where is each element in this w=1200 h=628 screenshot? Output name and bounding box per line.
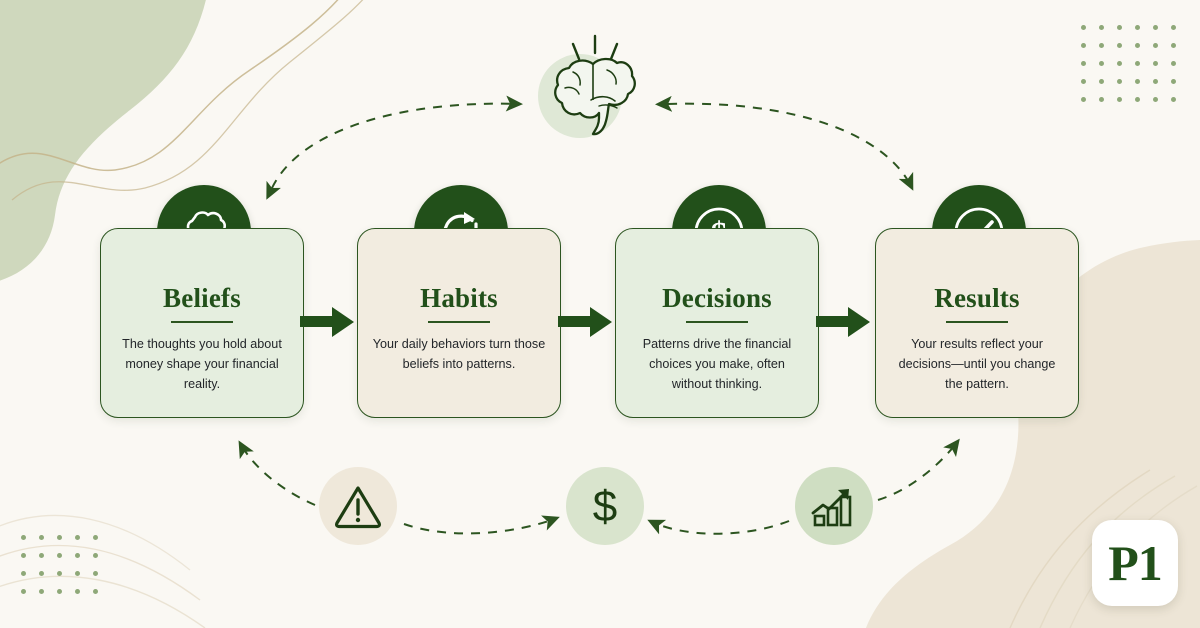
flow-arrow-decisions-to-results: [816, 307, 870, 337]
connector-beliefs-to-brain: [266, 95, 523, 200]
decorative-dot: [68, 582, 86, 600]
card-divider: [171, 321, 233, 323]
card-divider: [946, 321, 1008, 323]
decorative-dot: [1110, 18, 1128, 36]
node-growth: [795, 467, 873, 545]
decorative-dot: [1164, 72, 1182, 90]
node-warning: [319, 467, 397, 545]
dot-grid-top-right: [1074, 18, 1182, 108]
decorative-dot: [1146, 90, 1164, 108]
decorative-dot: [1110, 54, 1128, 72]
decorative-dot: [1164, 54, 1182, 72]
decorative-dot: [86, 582, 104, 600]
decorative-dot: [1092, 90, 1110, 108]
decorative-dot: [32, 564, 50, 582]
decorative-dot: [32, 528, 50, 546]
connector-warning-to-beliefs: [238, 440, 316, 506]
connector-growth-to-money: [647, 519, 790, 535]
decorative-dot: [50, 528, 68, 546]
decorative-dot: [14, 582, 32, 600]
card-description: Patterns drive the financial choices you…: [642, 336, 792, 392]
decorative-dot: [50, 582, 68, 600]
decorative-dot: [14, 564, 32, 582]
dollar-sign-icon: $: [593, 482, 617, 531]
card-title: Decisions: [662, 283, 772, 313]
decorative-dot: [50, 564, 68, 582]
decorative-dot: [1146, 18, 1164, 36]
card-title: Results: [934, 283, 1020, 313]
decorative-dot: [1092, 18, 1110, 36]
decorative-dot: [1110, 72, 1128, 90]
decorative-dot: [14, 528, 32, 546]
card-title: Beliefs: [163, 283, 241, 313]
decorative-dot: [1074, 90, 1092, 108]
card-divider: [428, 321, 490, 323]
card-description: The thoughts you hold about money shape …: [122, 336, 282, 392]
warning-triangle-icon: [335, 486, 381, 529]
decorative-dot: [68, 528, 86, 546]
decorative-dot: [86, 564, 104, 582]
card-beliefs[interactable]: Beliefs The thoughts you hold about mone…: [100, 228, 304, 418]
connector-warning-to-money: [403, 515, 560, 535]
connector-results-to-growth: [877, 438, 960, 501]
card-divider: [686, 321, 748, 323]
decorative-dot: [86, 528, 104, 546]
decorative-dot: [1074, 18, 1092, 36]
card-results[interactable]: Results Your results reflect your decisi…: [875, 228, 1079, 418]
card-title: Habits: [420, 283, 498, 313]
decorative-dot: [14, 546, 32, 564]
decorative-dot: [1164, 90, 1182, 108]
decorative-dot: [1074, 54, 1092, 72]
decorative-dot: [1128, 54, 1146, 72]
decorative-dot: [1146, 36, 1164, 54]
spark-line: [609, 42, 619, 61]
decorative-dot: [1164, 18, 1182, 36]
flow-arrow-beliefs-to-habits: [300, 307, 354, 337]
gold-wave-line: [0, 0, 339, 172]
gold-wave-line: [11, 0, 364, 201]
brand-logo[interactable]: P1: [1092, 520, 1178, 606]
decorative-dot: [32, 546, 50, 564]
logo-text: P1: [1108, 535, 1163, 591]
decorative-dot: [1110, 90, 1128, 108]
decorative-dot: [1164, 36, 1182, 54]
mindset-node: [529, 22, 659, 142]
card-decisions[interactable]: Decisions Patterns drive the financial c…: [615, 228, 819, 418]
decorative-dot: [32, 582, 50, 600]
dot-grid-bottom-left: [14, 528, 104, 600]
flow-arrow-habits-to-decisions: [558, 307, 612, 337]
brain-icon: [554, 34, 636, 136]
decorative-dot: [1128, 90, 1146, 108]
decorative-dot: [50, 546, 68, 564]
node-money: $: [566, 467, 644, 545]
decorative-dot: [1092, 36, 1110, 54]
decorative-dot: [1092, 72, 1110, 90]
spark-line: [571, 42, 581, 61]
decorative-dot: [1074, 72, 1092, 90]
decorative-dot: [1074, 36, 1092, 54]
decorative-dot: [1128, 36, 1146, 54]
decorative-dot: [1128, 72, 1146, 90]
card-description: Your daily behaviors turn those beliefs …: [372, 336, 546, 371]
decorative-dot: [68, 564, 86, 582]
decorative-dot: [1110, 36, 1128, 54]
card-habits[interactable]: Habits Your daily behaviors turn those b…: [357, 228, 561, 418]
card-description: Your results reflect your decisions—unti…: [898, 336, 1056, 392]
decorative-dot: [1128, 18, 1146, 36]
growth-chart-icon: [811, 489, 852, 527]
decorative-dot: [1092, 54, 1110, 72]
svg-text:$: $: [593, 482, 617, 531]
decorative-dot: [1146, 54, 1164, 72]
connector-brain-to-results: [655, 95, 914, 191]
decorative-dot: [1146, 72, 1164, 90]
decorative-dot: [68, 546, 86, 564]
cycle-cards: Beliefs The thoughts you hold about mone…: [0, 228, 1200, 428]
decorative-dot: [86, 546, 104, 564]
